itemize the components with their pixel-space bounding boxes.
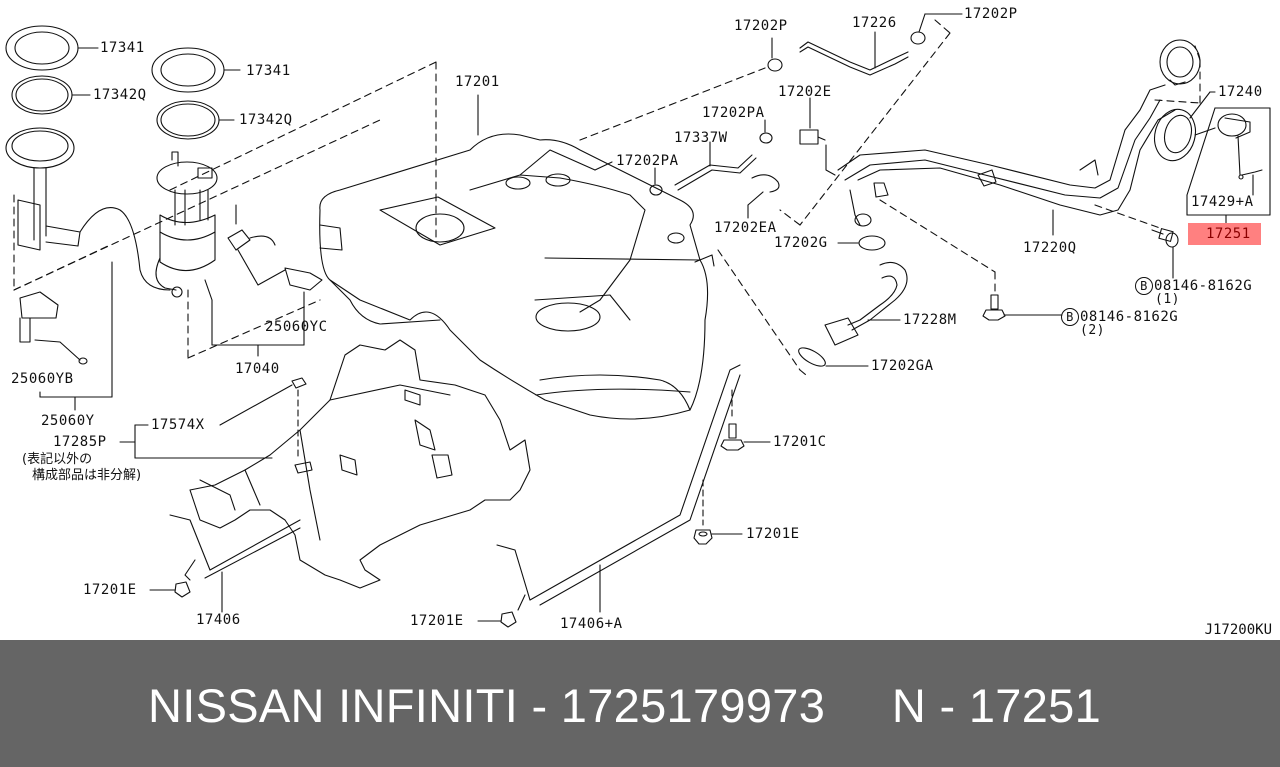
filler-gasket (1153, 91, 1216, 162)
part-label-17342q-left[interactable]: 17342Q (93, 87, 147, 103)
hose-17228m (824, 261, 908, 346)
heat-shield (189, 339, 531, 589)
seal-ring-left (11, 75, 91, 115)
bolt-symbol-b: B (1061, 308, 1079, 326)
valve-17202e (799, 97, 836, 176)
part-label-17202pa-upper[interactable]: 17202PA (702, 105, 765, 121)
sender-unit-left (5, 127, 171, 365)
part-label-25060y[interactable]: 25060Y (41, 413, 95, 429)
strap-left (169, 514, 301, 613)
diagram-code: J17200KU (1204, 622, 1272, 638)
dashed-box-17040 (13, 61, 437, 359)
filler-tube (837, 39, 1201, 236)
strap-right (496, 364, 741, 613)
hose-17226 (799, 31, 909, 76)
part-label-17341-left[interactable]: 17341 (100, 40, 145, 56)
bolt-08146-1 (1151, 228, 1179, 279)
nut-17201e-bottom (477, 611, 517, 628)
part-label-17202g[interactable]: 17202G (774, 235, 828, 251)
dashed-box-25060y (13, 194, 111, 291)
part-label-17202ea[interactable]: 17202EA (714, 220, 777, 236)
bracket-17251 (1186, 107, 1271, 227)
clamp-17202g (837, 235, 886, 251)
part-label-17202pa-lower[interactable]: 17202PA (616, 153, 679, 169)
lock-ring-mid (151, 47, 241, 93)
part-label-25060yc[interactable]: 25060YC (265, 319, 328, 335)
part-label-17040[interactable]: 17040 (235, 361, 280, 377)
lock-ring-left (5, 25, 99, 71)
clamp-17202p-a (767, 37, 783, 72)
fuel-tank (319, 133, 715, 420)
part-label-17226[interactable]: 17226 (852, 15, 897, 31)
part-label-17201e-right[interactable]: 17201E (746, 526, 800, 542)
clip-17202ea (747, 174, 780, 219)
nut-17201e-right (693, 479, 743, 545)
part-label-17574x[interactable]: 17574X (151, 417, 205, 433)
bolt-qty-1: (1) (1155, 292, 1180, 307)
part-label-17201[interactable]: 17201 (455, 74, 500, 90)
clamp-17202pa-a (759, 119, 773, 144)
bolt-symbol-b: B (1135, 277, 1153, 295)
dashed-17228m (717, 249, 807, 376)
part-label-17251-highlighted[interactable]: 17251 (1188, 223, 1261, 245)
leader-17285p (119, 424, 273, 459)
hose-17337w (674, 141, 757, 191)
seal-ring-mid (156, 100, 235, 140)
part-label-17342q-mid[interactable]: 17342Q (239, 112, 293, 128)
part-label-17285p[interactable]: 17285P (53, 434, 107, 450)
fuel-pump-module (155, 151, 323, 298)
clamp-17202pa-b (649, 167, 663, 196)
clamp-17202ga (798, 347, 869, 367)
part-label-17201c[interactable]: 17201C (773, 434, 827, 450)
bolt-qty-2: (2) (1080, 323, 1105, 338)
part-label-17429a[interactable]: 17429+A (1191, 194, 1254, 210)
part-label-25060yb[interactable]: 25060YB (11, 371, 74, 387)
bolt-code-2: 08146-8162G (1080, 309, 1179, 325)
banner-title: NISSAN INFINITI - 1725179973 N - 17251 (148, 679, 1102, 732)
note-non-disassembly-line2: 構成部品は非分解) (32, 468, 142, 483)
part-label-17228m[interactable]: 17228M (903, 312, 957, 328)
note-non-disassembly-line1: (表記以外の (22, 452, 93, 467)
bracket-25060y (39, 261, 113, 411)
part-label-17202p-right[interactable]: 17202P (964, 6, 1018, 22)
bracket-17040 (204, 279, 305, 357)
part-label-17337w[interactable]: 17337W (674, 130, 728, 146)
dashed-filler (879, 45, 1201, 296)
nut-17201e-left (149, 581, 191, 598)
part-label-17341-mid[interactable]: 17341 (246, 63, 291, 79)
part-number-banner: NISSAN INFINITI - 1725179973 N - 17251 (0, 640, 1280, 767)
clip-17574x (219, 377, 307, 461)
part-label-17202p-left[interactable]: 17202P (734, 18, 788, 34)
part-label-17201e-bottom[interactable]: 17201E (410, 613, 464, 629)
part-label-17240[interactable]: 17240 (1218, 84, 1263, 100)
part-label-17201e-left[interactable]: 17201E (83, 582, 137, 598)
part-label-17202e[interactable]: 17202E (778, 84, 832, 100)
diagram-line-art (5, 13, 1271, 628)
part-label-17220q[interactable]: 17220Q (1023, 240, 1077, 256)
bolt-08146-2 (982, 294, 1063, 321)
part-label-17202ga[interactable]: 17202GA (871, 358, 934, 374)
part-label-17406a[interactable]: 17406+A (560, 616, 623, 632)
clamp-17202p-b (910, 13, 963, 45)
parts-diagram: 17341 17342Q 17341 17342Q 25060YB 25060Y… (5, 6, 1272, 638)
dashed-box-hoses (579, 19, 951, 226)
filler-cap (1217, 113, 1263, 196)
bolt-17201c (720, 389, 771, 451)
part-label-17406[interactable]: 17406 (196, 612, 241, 628)
bolt-code-1: 08146-8162G (1154, 278, 1253, 294)
